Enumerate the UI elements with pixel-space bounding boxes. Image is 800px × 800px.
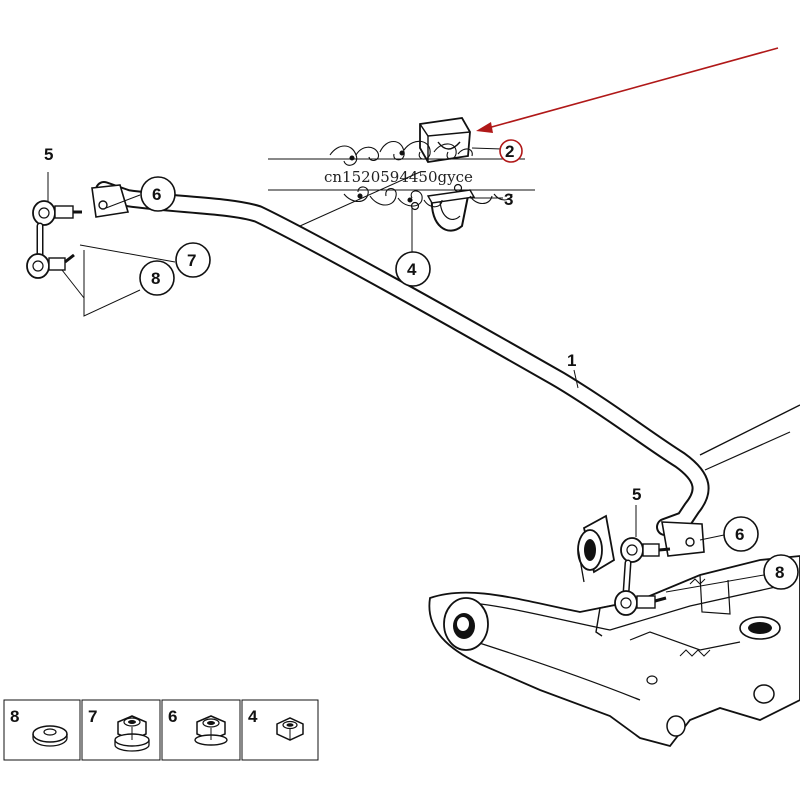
callouts: 5 6 7 8 2 3 4 1 5 6 8 xyxy=(44,139,799,590)
leader-lines xyxy=(61,147,765,593)
callout-5-right: 5 xyxy=(632,485,641,504)
rear-axle-subframe xyxy=(428,404,800,748)
link-left xyxy=(26,172,82,279)
parts-legend: 8 7 6 4 xyxy=(3,699,319,761)
callout-4: 4 xyxy=(407,260,417,279)
flange-nut-icon xyxy=(194,715,228,746)
callout-1: 1 xyxy=(567,351,576,370)
callout-2: 2 xyxy=(505,142,514,161)
collar-nut-icon xyxy=(114,715,150,752)
callout-8-left: 8 xyxy=(151,269,160,288)
legend-number-4: 4 xyxy=(248,707,258,726)
callout-6-right: 6 xyxy=(735,525,744,544)
callout-5-left: 5 xyxy=(44,145,53,164)
stabilizer-bar xyxy=(91,181,710,557)
highlight-circle xyxy=(499,139,523,163)
callout-3: 3 xyxy=(504,190,513,209)
callout-7: 7 xyxy=(187,251,196,270)
highlight-arrow xyxy=(476,47,779,133)
watermark-flourish xyxy=(268,140,535,208)
legend-number-6: 6 xyxy=(168,707,177,726)
bushing-right xyxy=(577,514,615,583)
link-right xyxy=(614,505,671,616)
small-nut-icon xyxy=(276,717,304,741)
callout-6-left: 6 xyxy=(152,185,161,204)
legend-number-8: 8 xyxy=(10,707,19,726)
washer-icon xyxy=(32,725,68,747)
callout-8-right: 8 xyxy=(775,563,784,582)
legend-number-7: 7 xyxy=(88,707,97,726)
watermark-text: cn1520594450gyce xyxy=(324,168,473,186)
